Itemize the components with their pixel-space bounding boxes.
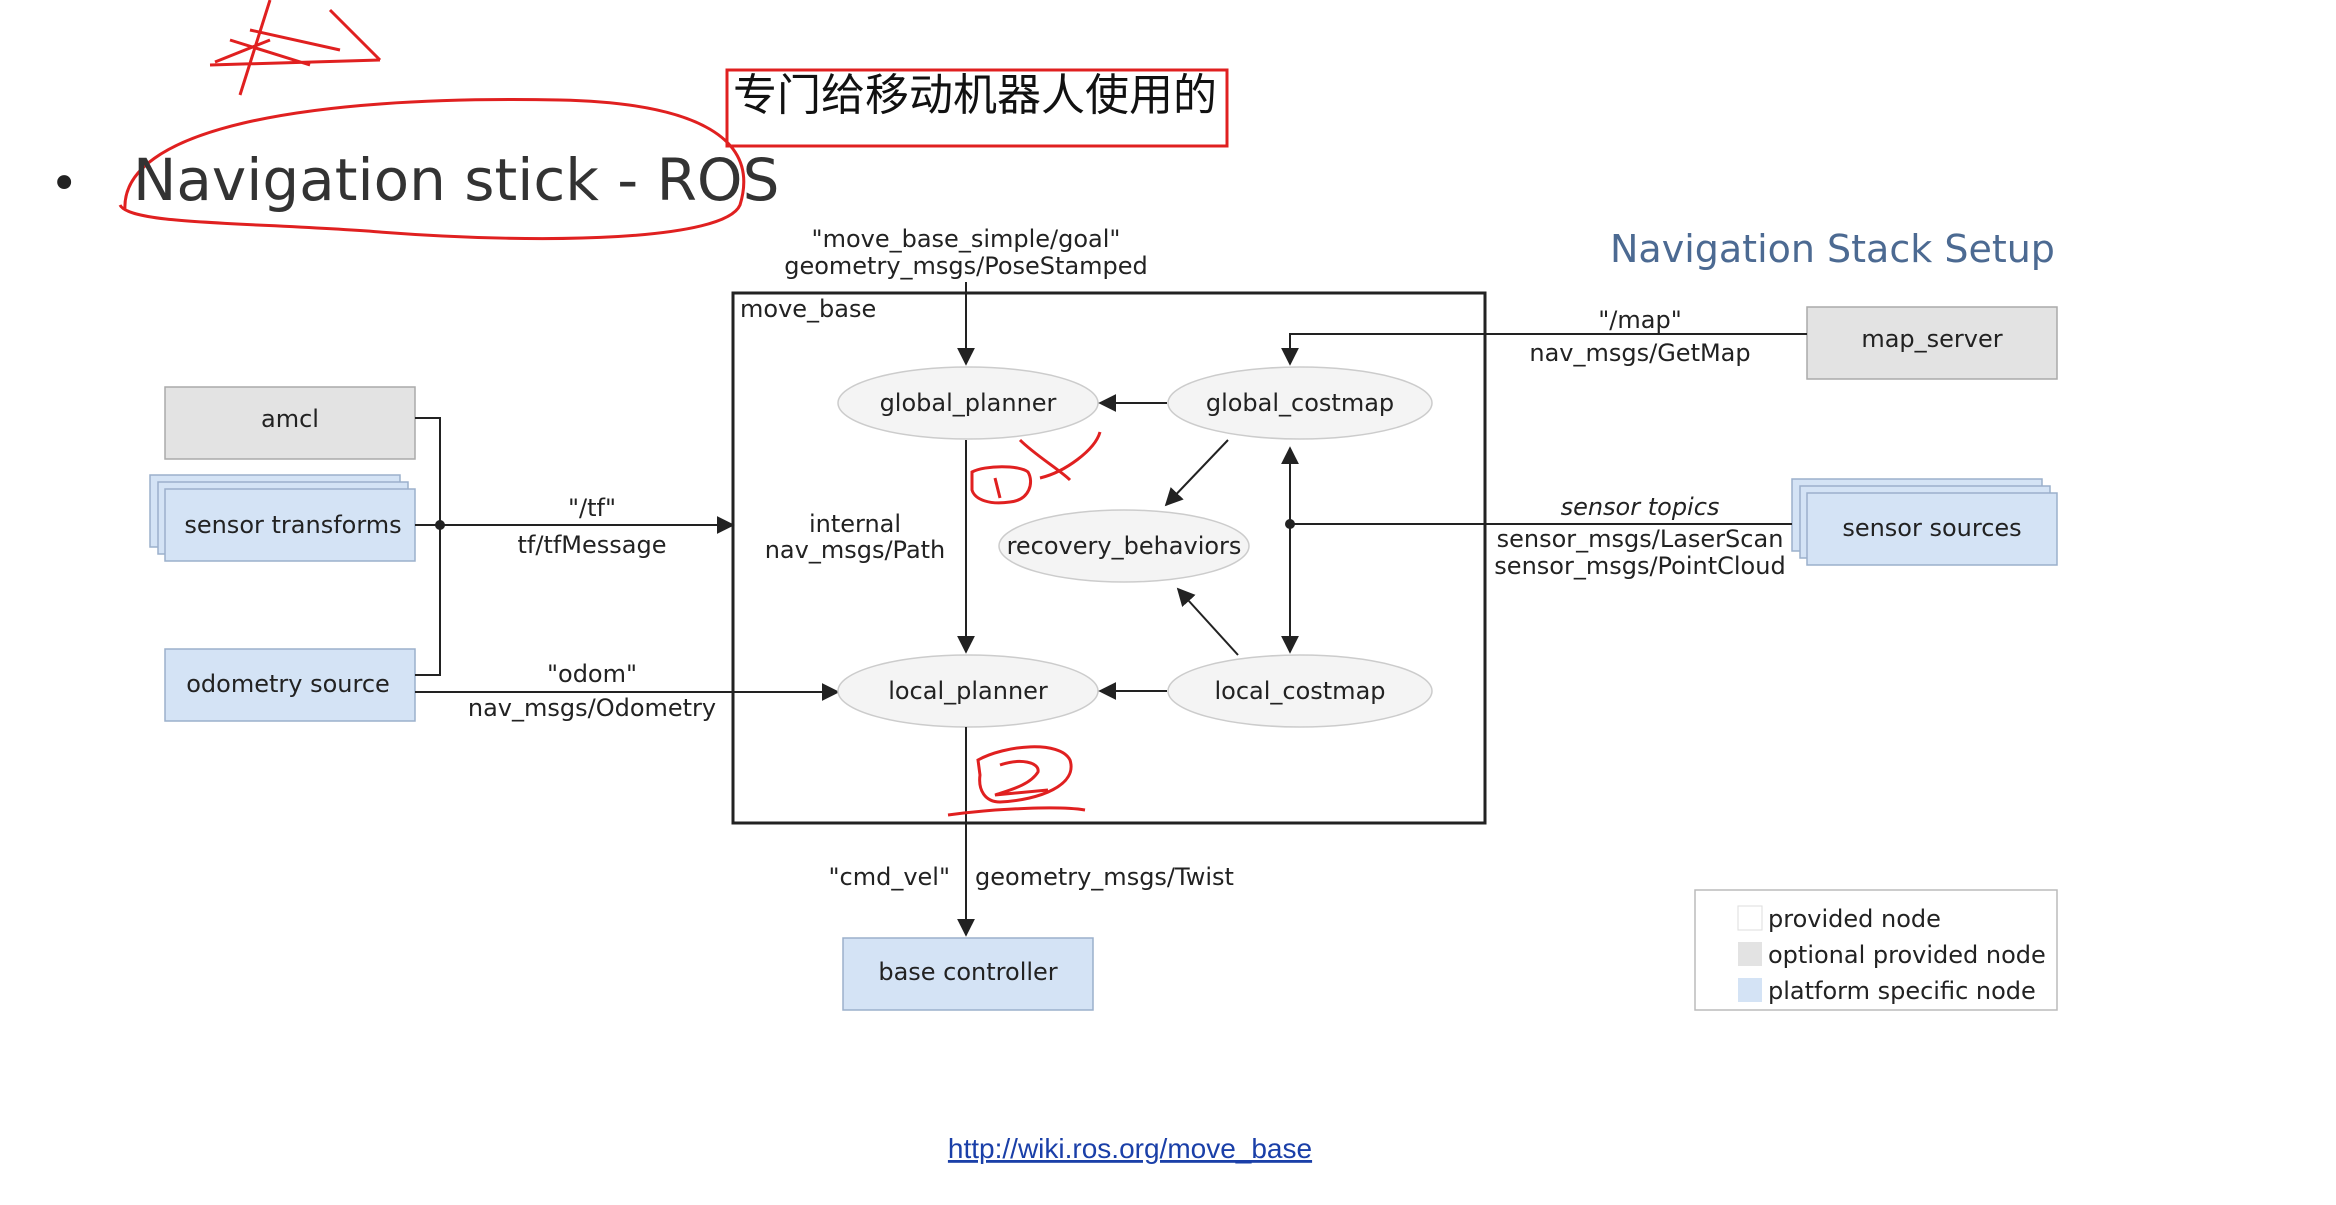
legend-label-provided: provided node (1768, 905, 1941, 933)
global-costmap-to-recovery-edge (1164, 439, 1229, 507)
handwritten-mark-1 (970, 431, 1102, 505)
recovery-behaviors-node (998, 509, 1250, 583)
local-costmap-node (1167, 654, 1433, 728)
base-controller-label: base controller (878, 958, 1057, 986)
path-type-label: nav_msgs/Path (765, 536, 946, 564)
diagram-heading: Navigation Stack Setup (1610, 227, 2055, 271)
local-planner-label: local_planner (888, 677, 1048, 705)
internal-label: internal (809, 510, 901, 538)
laser-type-label: sensor_msgs/LaserScan (1497, 525, 1784, 553)
sensor-sources-node (1806, 492, 2058, 566)
tf-type-label: tf/tfMessage (518, 531, 667, 559)
odom-type-label: nav_msgs/Odometry (468, 694, 716, 722)
tf-topic-label: "/tf" (568, 494, 616, 522)
slide-title: Navigation stick - ROS (133, 146, 779, 214)
map-edge (1281, 333, 1807, 366)
annotation-cn: 专门给移动机器人使用的 (733, 70, 1217, 121)
legend-swatch-optional (1738, 942, 1762, 966)
legend-label-optional: optional provided node (1768, 941, 2046, 969)
sensor-sources-label: sensor sources (1842, 514, 2021, 542)
legend-swatch-platform (1738, 978, 1762, 1002)
goal-type-label: geometry_msgs/PoseStamped (784, 252, 1148, 280)
handwritten-scribble-top (209, 0, 382, 96)
map-type-label: nav_msgs/GetMap (1529, 339, 1750, 367)
legend-swatch-provided (1737, 905, 1763, 931)
map-server-node (1806, 306, 2058, 380)
annotation-box (725, 68, 1229, 148)
local-planner-node (837, 654, 1099, 728)
reference-link[interactable]: http://wiki.ros.org/move_base (948, 1133, 1312, 1164)
left-bracket (415, 417, 441, 676)
odometry-source-label: odometry source (186, 670, 390, 698)
amcl-node (164, 386, 416, 460)
odom-topic-label: "odom" (547, 660, 637, 688)
bullet: • (50, 156, 78, 212)
legend: provided node optional provided node pla… (1737, 905, 2046, 1005)
global-planner-label: global_planner (880, 389, 1057, 417)
odometry-source-node (164, 648, 416, 722)
global-costmap-node (1167, 366, 1433, 440)
goal-topic-label: "move_base_simple/goal" (812, 225, 1121, 253)
base-controller-node (842, 937, 1094, 1011)
global-planner-node (837, 366, 1099, 440)
title-circle-annotation (118, 98, 746, 241)
local-costmap-label: local_costmap (1214, 677, 1385, 705)
handwritten-mark-2 (947, 745, 1086, 817)
global-costmap-label: global_costmap (1206, 389, 1394, 417)
twist-type-label: geometry_msgs/Twist (975, 863, 1234, 891)
local-costmap-to-recovery-edge (1176, 587, 1239, 656)
cloud-type-label: sensor_msgs/PointCloud (1494, 552, 1785, 580)
cmd-vel-label: "cmd_vel" (828, 863, 950, 891)
move-base-label: move_base (740, 295, 876, 323)
sensor-topics-label: sensor topics (1561, 493, 1720, 521)
recovery-behaviors-label: recovery_behaviors (1007, 532, 1242, 560)
map-server-label: map_server (1861, 325, 2002, 353)
legend-label-platform: platform specific node (1768, 977, 2036, 1005)
map-topic-label: "/map" (1598, 306, 1681, 334)
sensor-transforms-label: sensor transforms (184, 511, 401, 539)
move-base-container (731, 291, 1487, 825)
amcl-node-label: amcl (261, 405, 319, 433)
